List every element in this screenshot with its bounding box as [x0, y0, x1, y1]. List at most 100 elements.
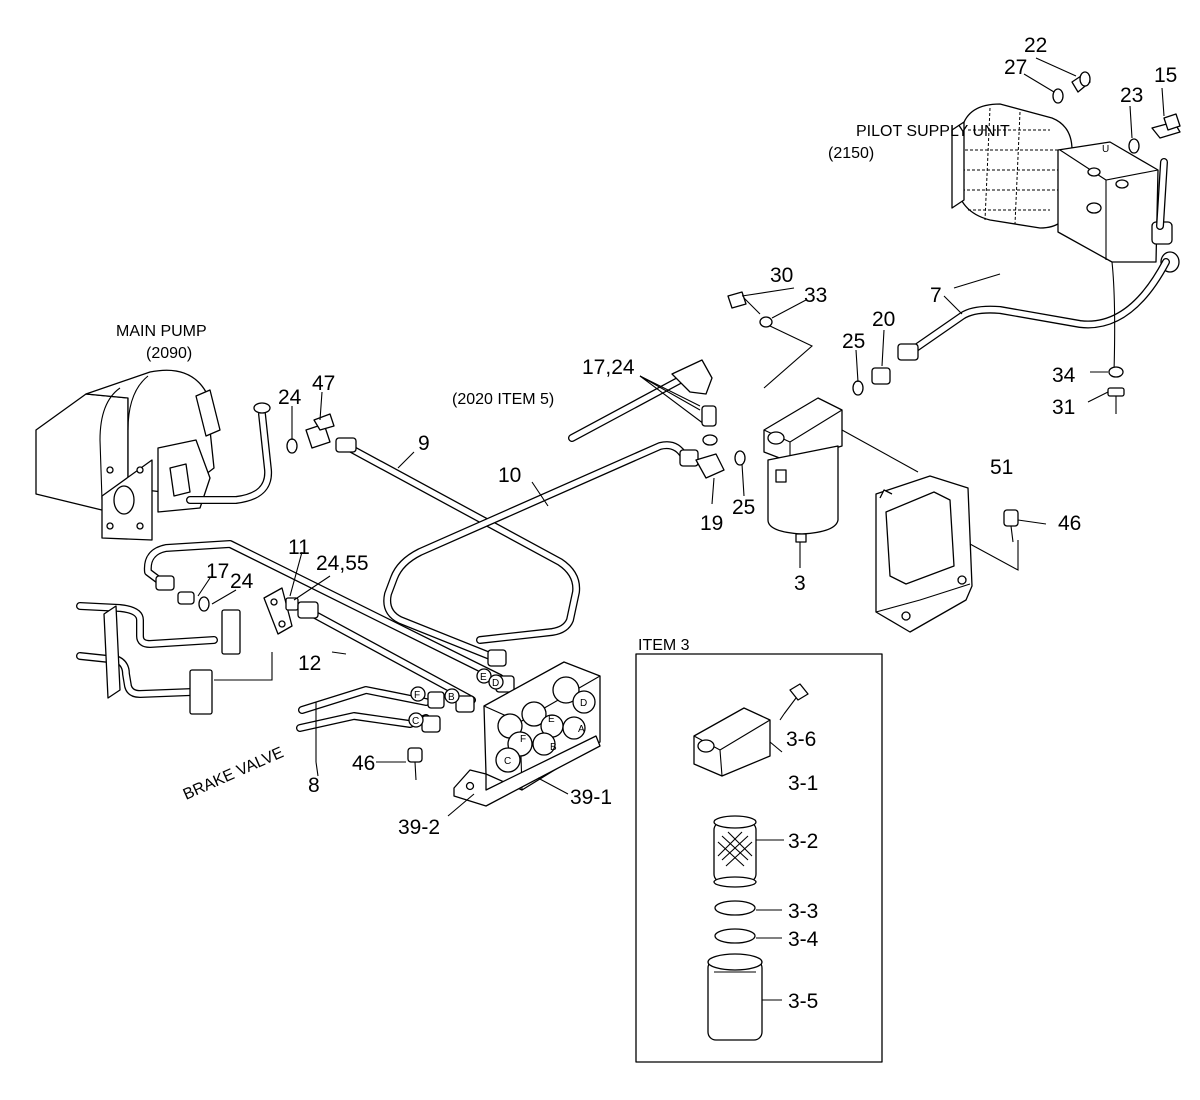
part-label-24-55: 24,55: [316, 552, 369, 575]
port-label-u: U: [1102, 144, 1109, 155]
part-label-23: 23: [1120, 84, 1143, 107]
pipe-2020-item-5: [568, 359, 713, 442]
hose-port-d: D: [492, 678, 499, 689]
left-piping: [76, 602, 273, 715]
block-port-c: C: [504, 756, 511, 767]
block-port-a: A: [578, 724, 585, 735]
tee-fitting-15: [1151, 113, 1181, 139]
hose-port-b: B: [448, 692, 455, 703]
part-label-30: 30: [770, 264, 793, 287]
bracket-51: [875, 475, 973, 633]
part-label-24a: 24: [278, 386, 302, 409]
hose-port-c: C: [412, 716, 419, 727]
part-label-3-2: 3-2: [788, 830, 818, 853]
plug-22: [1071, 71, 1091, 93]
part-label-51: 51: [990, 456, 1013, 479]
bolt-46a: [1003, 509, 1019, 543]
main-pump-caption: MAIN PUMP: [116, 323, 207, 340]
o-ring-24c: [702, 434, 718, 446]
item-3-title: ITEM 3: [638, 637, 690, 654]
bolt-46a-leader: [969, 540, 1019, 571]
part-label-46a: 46: [1058, 512, 1081, 535]
hose-12: [297, 601, 476, 704]
adapter-20: [871, 367, 891, 385]
part-label-10: 10: [498, 464, 521, 487]
part-label-25b: 25: [732, 496, 755, 519]
o-ring-25b: [734, 450, 746, 466]
block-port-d: D: [580, 698, 587, 709]
o-ring-27: [1052, 88, 1064, 104]
pilot-supply-unit: [951, 103, 1180, 273]
ref-2020-item-5: (2020 ITEM 5): [452, 391, 554, 408]
tee-fitting-19: [695, 453, 725, 479]
part-label-7: 7: [930, 284, 942, 307]
part-label-3-3: 3-3: [788, 900, 818, 923]
bracket-39-2: [453, 735, 601, 807]
part-label-24b: 24: [230, 570, 254, 593]
flange-24-55: [263, 587, 299, 635]
filter-leader-lines: [763, 325, 919, 473]
part-label-39-1: 39-1: [570, 786, 612, 809]
hose-11: [143, 540, 504, 682]
o-ring-24b: [198, 596, 210, 612]
part-label-39-2: 39-2: [398, 816, 440, 839]
o-ring-23: [1128, 138, 1140, 154]
part-label-17b: 17: [206, 560, 229, 583]
washer-34: [1108, 366, 1124, 378]
line-filter-3: [763, 397, 843, 543]
block-port-f: F: [520, 734, 526, 745]
part-label-20: 20: [872, 308, 895, 331]
hose-7: [897, 258, 1170, 361]
o-ring-25a: [852, 380, 864, 396]
part-label-3: 3: [794, 572, 806, 595]
part-label-22: 22: [1024, 34, 1047, 57]
filter-head-3-1: [693, 707, 771, 777]
block-port-b: B: [550, 742, 557, 753]
part-label-3-4: 3-4: [788, 928, 819, 951]
part-label-3-6: 3-6: [786, 728, 816, 751]
fitting-17b: [177, 591, 195, 605]
o-ring-3-4: [714, 928, 756, 944]
part-label-12: 12: [298, 652, 321, 675]
pump-pipe: [186, 402, 273, 504]
part-label-34: 34: [1052, 364, 1076, 387]
bolt-3-6: [783, 683, 809, 715]
o-ring-24a: [286, 438, 298, 454]
bolt-46b: [407, 747, 423, 781]
washer-33: [759, 316, 773, 328]
part-label-31: 31: [1052, 396, 1075, 419]
hose-9: [335, 437, 581, 644]
pilot-supply-unit-ref: (2150): [828, 145, 874, 162]
part-label-15: 15: [1154, 64, 1177, 87]
elbow-fitting-47: [305, 413, 335, 449]
hose-port-e: E: [480, 672, 487, 683]
part-label-17-24a: 17,24: [582, 356, 635, 379]
bolt-31: [1107, 387, 1125, 414]
fitting-17a: [701, 405, 717, 427]
hose-end-fittings: [408, 649, 515, 733]
part-label-19: 19: [700, 512, 723, 535]
leader-lines: [197, 57, 1165, 1001]
part-label-8: 8: [308, 774, 320, 797]
part-label-46b: 46: [352, 752, 375, 775]
hose-10: [383, 441, 699, 664]
hose-port-f: F: [414, 690, 420, 701]
filter-bowl-3-5: [707, 953, 763, 1041]
part-label-27: 27: [1004, 56, 1027, 79]
part-label-25a: 25: [842, 330, 865, 353]
block-port-e: E: [548, 714, 555, 725]
part-label-47: 47: [312, 372, 335, 395]
part-label-3-1: 3-1: [788, 772, 818, 795]
drain-line: [1111, 261, 1116, 373]
o-ring-3-3: [714, 900, 756, 916]
pilot-supply-unit-caption: PILOT SUPPLY UNIT: [856, 123, 1010, 140]
part-label-11: 11: [288, 536, 310, 559]
bolt-30: [727, 291, 761, 315]
part-label-33: 33: [804, 284, 827, 307]
pilot-tube: [1156, 158, 1168, 230]
main-pump-ref: (2090): [146, 345, 192, 362]
main-pump: [35, 369, 221, 541]
filter-element-3-2: [713, 815, 757, 888]
